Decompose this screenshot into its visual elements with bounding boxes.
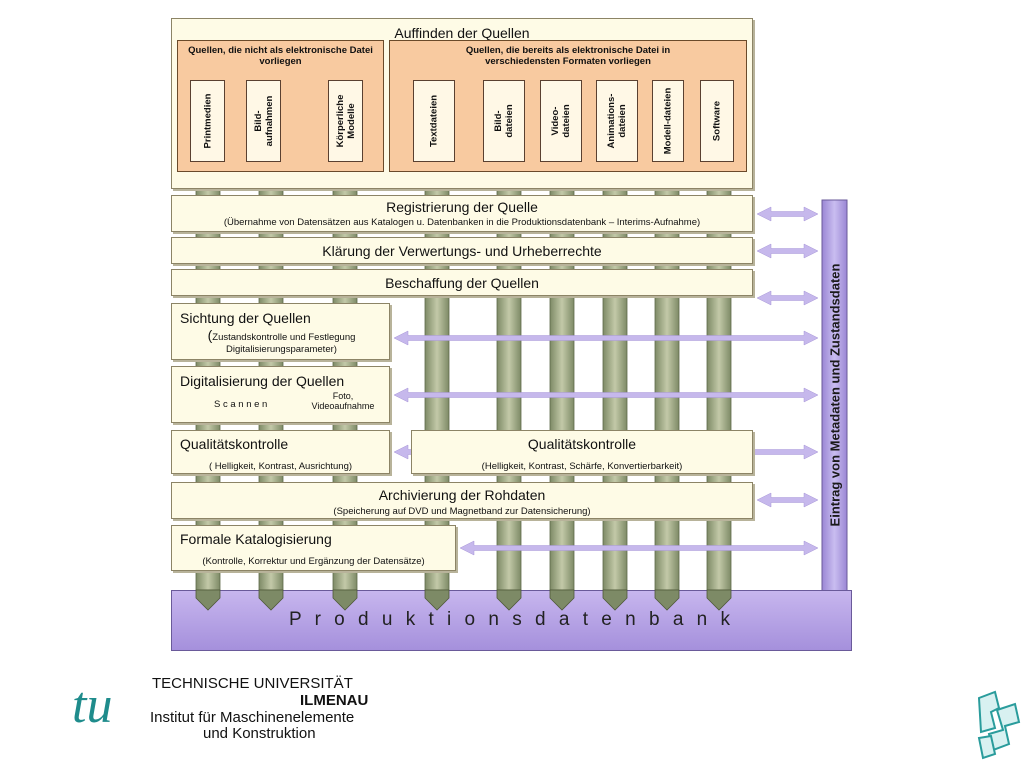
step-sichtung: Sichtung der Quellen (Zustandskontrolle …	[171, 303, 390, 360]
step-qk-right-title: Qualitätskontrolle	[527, 436, 637, 452]
metadata-arrow	[393, 387, 819, 403]
step-archivierung-title: Archivierung der Rohdaten	[378, 487, 546, 503]
step-registrierung-title: Registrierung der Quelle	[386, 199, 538, 215]
source-bildaufnahmen: Bild-aufnahmen	[246, 80, 281, 162]
source-koerperliche-modelle: Körperliche Modelle	[328, 80, 363, 162]
step-registrierung-sub: (Übernahme von Datensätzen aus Katalogen…	[223, 217, 701, 228]
step-katalog-sub: (Kontrolle, Korrektur und Ergänzung der …	[202, 556, 425, 567]
step-sichtung-sub: (Zustandskontrolle und Festlegung Digita…	[207, 327, 356, 355]
non-digital-header: Quellen, die nicht als elektronische Dat…	[188, 45, 373, 67]
university-line3: Institut für Maschinenelemente	[150, 709, 355, 726]
metadata-label-box: Eintrag von Metadaten und Zustandsdaten	[822, 200, 847, 590]
source-modelldateien: Modell-dateien	[652, 80, 684, 162]
step-registrierung: Registrierung der Quelle (Übernahme von …	[171, 195, 753, 232]
step-digitalisierung-foto: Foto, Videoaufnahme	[311, 391, 375, 411]
production-database: P r o d u k t i o n s d a t e n b a n k	[171, 590, 852, 651]
step-beschaffung: Beschaffung der Quellen	[171, 269, 753, 296]
step-beschaffung-title: Beschaffung der Quellen	[385, 275, 539, 291]
source-videodateien: Video-dateien	[540, 80, 582, 162]
source-animationsdateien: Animations-dateien	[596, 80, 638, 162]
step-sichtung-title: Sichtung der Quellen	[180, 310, 311, 326]
university-line4: und Konstruktion	[203, 725, 316, 742]
step-qk-left: Qualitätskontrolle ( Helligkeit, Kontras…	[171, 430, 390, 474]
step-archivierung: Archivierung der Rohdaten (Speicherung a…	[171, 482, 753, 519]
step-qk-left-sub: ( Helligkeit, Kontrast, Ausrichtung)	[208, 461, 353, 472]
step-archivierung-sub: (Speicherung auf DVD und Magnetband zur …	[333, 506, 591, 517]
source-textdateien: Textdateien	[413, 80, 455, 162]
step-katalogisierung: Formale Katalogisierung (Kontrolle, Korr…	[171, 525, 456, 571]
metadata-arrow	[459, 540, 819, 556]
source-software: Software	[700, 80, 734, 162]
step-qk-right-sub: (Helligkeit, Kontrast, Schärfe, Konverti…	[481, 461, 683, 472]
tu-logo-icon: tu	[70, 677, 140, 734]
source-finding-title: Auffinden der Quellen	[394, 25, 530, 41]
step-qk-right: Qualitätskontrolle (Helligkeit, Kontrast…	[411, 430, 753, 474]
metadata-arrow	[393, 330, 819, 346]
metadata-label: Eintrag von Metadaten und Zustandsdaten	[827, 263, 842, 527]
svg-text:tu: tu	[72, 680, 112, 730]
step-klaerung-title: Klärung der Verwertungs- und Urheberrech…	[322, 243, 602, 259]
step-klaerung: Klärung der Verwertungs- und Urheberrech…	[171, 237, 753, 264]
metadata-arrow	[756, 492, 819, 508]
step-digitalisierung: Digitalisierung der Quellen S c a n n e …	[171, 366, 390, 423]
step-digitalisierung-scan: S c a n n e n	[214, 399, 268, 410]
metadata-arrow	[756, 206, 819, 222]
digital-header: Quellen, die bereits als elektronische D…	[465, 45, 671, 67]
production-database-label: P r o d u k t i o n s d a t e n b a n k	[288, 609, 735, 630]
source-printmedien: Printmedien	[190, 80, 225, 162]
university-line1: TECHNISCHE UNIVERSITÄT	[152, 675, 353, 692]
university-line2: ILMENAU	[300, 692, 369, 709]
step-digitalisierung-title: Digitalisierung der Quellen	[180, 373, 345, 389]
step-qk-left-title: Qualitätskontrolle	[180, 436, 289, 452]
metadata-arrow	[756, 243, 819, 259]
metadata-arrow	[756, 290, 819, 306]
corner-logo-icon	[977, 690, 1021, 760]
step-katalog-title: Formale Katalogisierung	[180, 531, 332, 547]
source-bilddateien: Bild-dateien	[483, 80, 525, 162]
